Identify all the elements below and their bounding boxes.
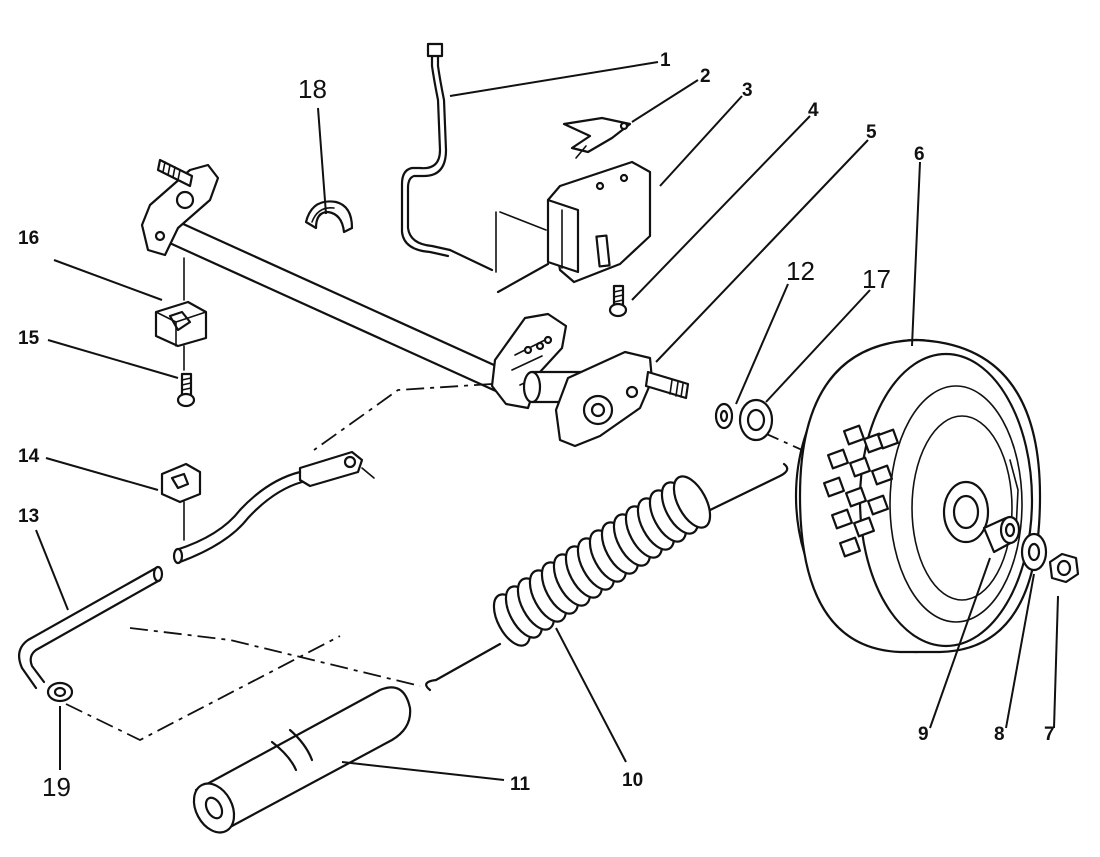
callout-15: 15 (18, 328, 40, 349)
tread-pattern (822, 424, 900, 558)
bushing-half (304, 200, 354, 234)
link-rod (172, 450, 375, 565)
rod-nut (46, 681, 74, 703)
callout-4: 4 (808, 100, 819, 121)
callout-14: 14 (18, 446, 40, 467)
extension-spring (425, 462, 789, 692)
wheel-spacer (982, 515, 1021, 554)
lever-block (160, 462, 202, 541)
callout-19: 19 (42, 772, 71, 802)
callout-17: 17 (862, 264, 891, 294)
callout-10: 10 (622, 770, 643, 791)
callout-2: 2 (700, 66, 711, 87)
callout-5: 5 (866, 122, 877, 143)
bent-rod (17, 565, 164, 690)
callout-7: 7 (1044, 724, 1055, 745)
callout-12: 12 (786, 256, 815, 286)
callout-18: 18 (298, 74, 327, 104)
callout-6: 6 (914, 144, 925, 165)
block-screw (176, 372, 196, 408)
grip-tube (192, 686, 412, 834)
assembly-centerlines (65, 383, 821, 742)
axle-tube (140, 158, 507, 394)
rear-wheel (794, 338, 1042, 654)
callout-16: 16 (18, 228, 39, 249)
pivot-bracket (490, 312, 690, 448)
callout-11: 11 (510, 774, 531, 795)
callout-9: 9 (918, 724, 929, 745)
axle-block (154, 257, 208, 371)
axle-washers (714, 398, 774, 442)
wheel-nut (1048, 552, 1080, 584)
callout-8: 8 (994, 724, 1005, 745)
spring-coils (492, 475, 712, 647)
callout-13: 13 (18, 506, 39, 527)
callout-3: 3 (742, 80, 753, 101)
height-bracket (495, 160, 652, 294)
bracket-bolt (608, 284, 628, 318)
leader-lines (35, 61, 1059, 781)
wheel-washer (1020, 532, 1048, 572)
callout-labels: 1 2 3 4 5 6 7 8 9 10 11 12 13 17 14 15 1… (18, 50, 1055, 802)
callout-1: 1 (660, 50, 671, 71)
spring-clip (562, 116, 632, 159)
height-adjust-rod (400, 42, 494, 272)
